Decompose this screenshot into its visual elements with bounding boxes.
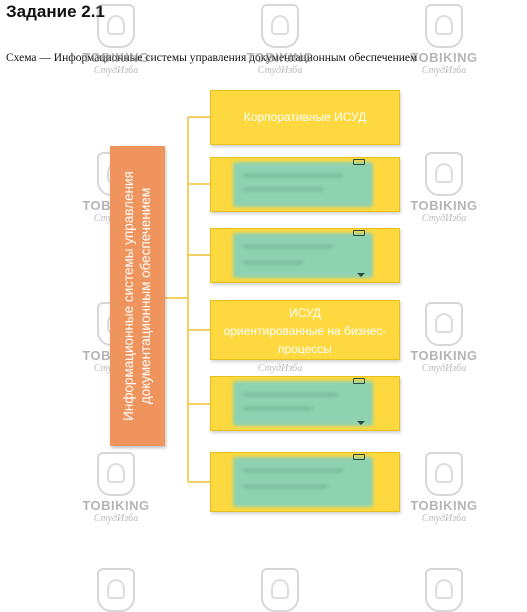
branch-node-obscured	[210, 376, 400, 431]
tag-icon	[353, 230, 365, 236]
obscured-content	[233, 233, 373, 278]
branch-node-obscured	[210, 452, 400, 512]
root-node-label: Информационные системы управления докуме…	[120, 146, 154, 446]
branch-node-obscured	[210, 157, 400, 212]
branch-node-business-process: ИСУД ориентированные на бизнес- процессы	[210, 300, 400, 360]
chevron-down-icon	[357, 421, 365, 425]
diagram-caption: Схема — Информационные системы управлени…	[6, 52, 418, 64]
branch-label: Корпоративные ИСУД	[243, 110, 367, 124]
root-label-line1: Информационные системы управления	[121, 171, 136, 421]
obscured-content	[233, 381, 373, 426]
branch-node-obscured	[210, 228, 400, 283]
obscured-content	[233, 457, 373, 507]
chevron-down-icon	[357, 273, 365, 277]
branch-label-line2: ориентированные на бизнес-	[223, 324, 387, 338]
task-heading: Задание 2.1	[6, 2, 105, 21]
tag-icon	[353, 378, 365, 384]
root-node	[110, 146, 165, 446]
tag-icon	[353, 454, 365, 460]
branch-label-line3: процессы	[278, 342, 332, 356]
branch-node-corporate: Корпоративные ИСУД	[210, 90, 400, 145]
root-label-line2: документационным обеспечением	[138, 187, 153, 405]
branch-label-line1: ИСУД	[288, 306, 322, 320]
tag-icon	[353, 159, 365, 165]
obscured-content	[233, 162, 373, 207]
